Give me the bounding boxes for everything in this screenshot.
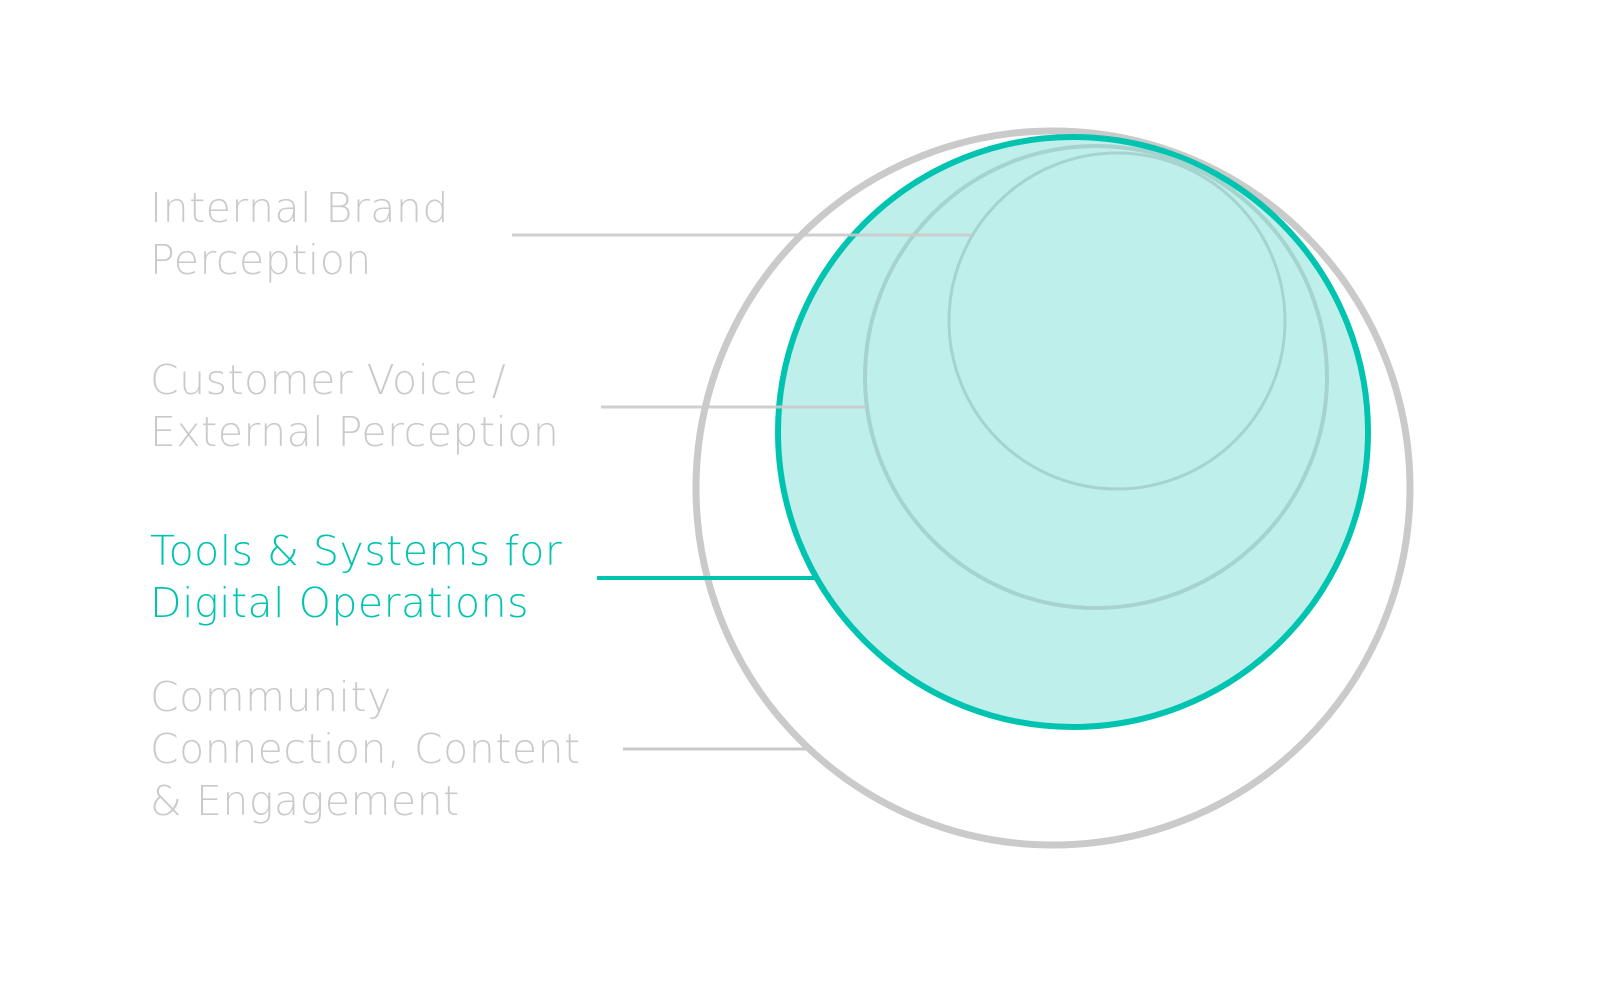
label-line: External Perception [150, 408, 560, 456]
community-circle [692, 127, 1414, 849]
tools-circle [775, 134, 1371, 730]
label-line: Community [150, 673, 392, 721]
label-line: Perception [150, 236, 372, 284]
label-line: Digital Operations [150, 579, 529, 627]
label-line: & Engagement [150, 777, 460, 825]
internal-circle [947, 151, 1287, 491]
label-line: Customer Voice / [150, 356, 507, 404]
label-line: Tools & Systems for [150, 527, 563, 575]
label-community: Community Connection, Content & Engageme… [150, 671, 581, 827]
label-tools-systems: Tools & Systems for Digital Operations [150, 525, 562, 629]
label-internal-brand-perception: Internal Brand Perception [150, 182, 449, 286]
label-line: Connection, Content [150, 725, 581, 773]
customer-circle [863, 144, 1329, 610]
label-customer-voice: Customer Voice / External Perception [150, 354, 559, 458]
label-line: Internal Brand [150, 184, 449, 232]
